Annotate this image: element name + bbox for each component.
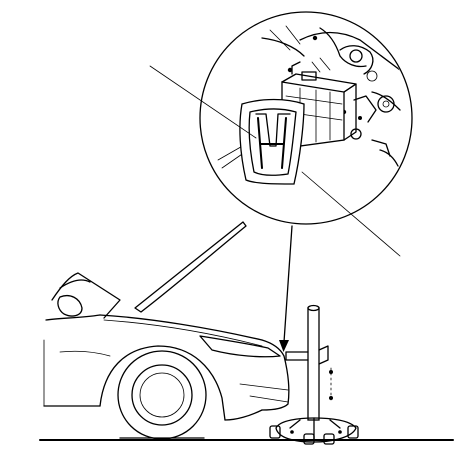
leader-line-upper [149,65,257,139]
detail-inset [199,11,413,225]
side-mirror [57,294,83,317]
detail-arrow [279,225,293,352]
stand-base [275,417,357,443]
aiming-target-stand-icon [269,304,359,445]
headlight [199,335,281,358]
vehicle-front [43,221,290,440]
front-rim [131,364,193,426]
front-tire [117,350,207,440]
honda-emblem-icon [239,98,305,185]
open-hood [134,221,247,313]
front-bumper [261,355,290,411]
leader-line-lower [301,171,401,257]
